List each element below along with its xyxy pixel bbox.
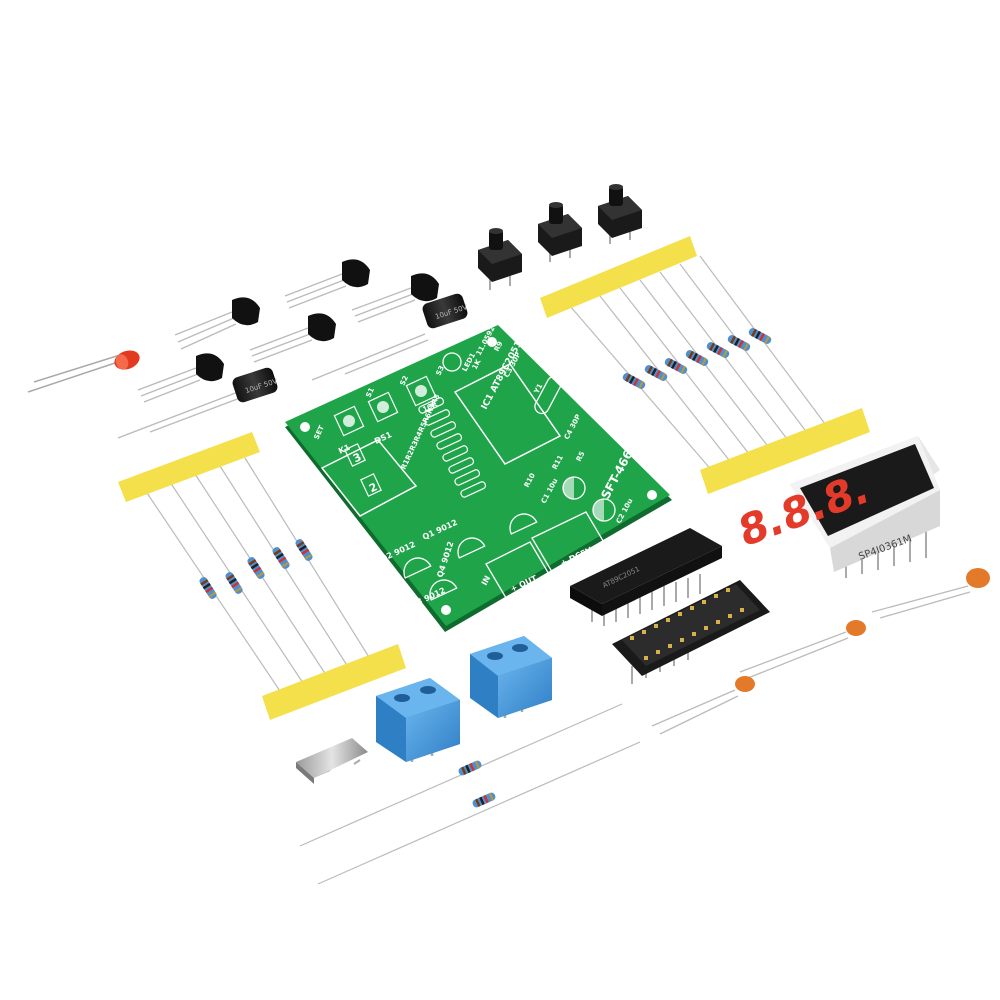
transistor-q5	[137, 353, 224, 403]
ic-chip: AT89C2051	[570, 528, 722, 626]
seven-segment-display: 8.8.8. SP4I0361M	[735, 436, 940, 578]
resistor-loose-1	[299, 703, 623, 847]
pcb-r9: R9	[493, 340, 505, 353]
mount-hole	[441, 605, 451, 615]
push-button-3	[598, 184, 642, 244]
electrolytic-capacitor-2: 10uF 50V	[311, 293, 469, 381]
mount-hole	[647, 490, 657, 500]
red-led	[27, 350, 140, 393]
push-button-2	[538, 202, 582, 262]
mount-hole	[487, 337, 497, 347]
pcb-s3: S3	[435, 364, 446, 376]
transistor-q1	[174, 297, 260, 350]
pcb-in: IN	[480, 574, 492, 587]
terminal-block-2	[376, 678, 460, 762]
pcb-s2: S2	[399, 374, 410, 386]
ceramic-capacitor-3	[651, 676, 755, 735]
resistor-strip-left	[118, 432, 406, 720]
ceramic-capacitor-1	[871, 568, 990, 619]
transistor-q3	[351, 273, 439, 323]
resistor-loose-2	[317, 741, 641, 885]
push-button-1	[478, 228, 522, 290]
ceramic-capacitor-2	[739, 620, 866, 679]
electrolytic-capacitor-1: 10uF 50V	[117, 367, 279, 439]
pcb-r5: R5	[575, 450, 587, 463]
transistor-q4	[249, 313, 336, 363]
ic-socket	[612, 580, 770, 684]
crystal-oscillator	[296, 738, 368, 784]
mount-hole	[300, 422, 310, 432]
pcb-s1: S1	[365, 386, 376, 398]
transistor-q2	[284, 259, 370, 309]
resistor-strip-right	[540, 236, 870, 494]
pcb-board: 2 3 DS1 R1R2R3R4R5R6R7R8 IC1 AT89C2051 Y…	[285, 325, 672, 632]
terminal-block-1	[470, 636, 552, 718]
